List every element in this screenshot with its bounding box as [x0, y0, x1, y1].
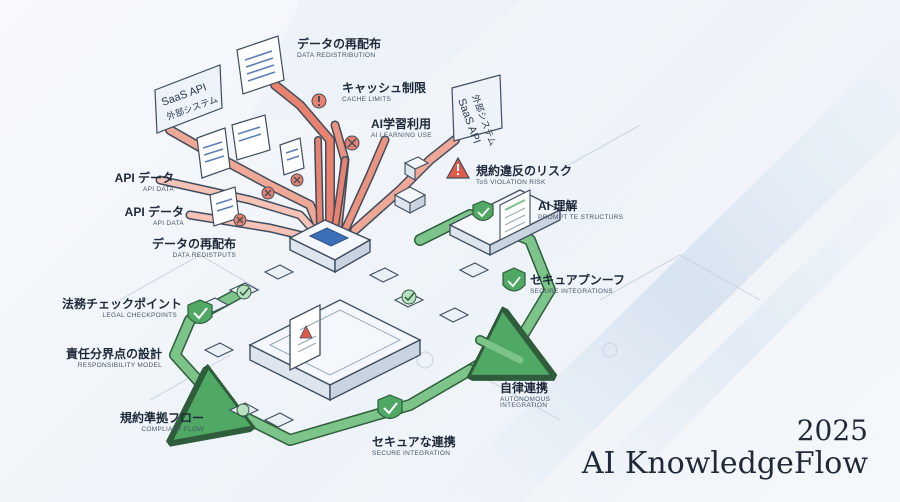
label-secure-integration: セキュアな連携 SECURE INTEGRATION — [372, 435, 456, 457]
label-tos-violation-risk: 規約違反のリスク ToS VIOLATION RISK — [476, 164, 573, 186]
brand-name: AI KnowledgeFlow — [581, 446, 868, 481]
server-box-icon — [393, 156, 430, 214]
label-legal-checkpoints: 法務チェックポイント LEGAL CHECKPOINTS — [62, 297, 183, 319]
label-secure-integrations: セキュアプンーフ SECURE INTEGRATIONS — [530, 273, 626, 295]
document-lines — [202, 50, 300, 212]
central-hub — [288, 219, 372, 274]
brand-year: 2025 — [796, 414, 868, 447]
convergence-arrows — [314, 136, 349, 232]
label-ai-learning-use: AI学習利用 AI LEARNING USE — [371, 117, 432, 139]
document-icon — [196, 35, 305, 227]
label-api-data-2: API データ API DATA — [124, 205, 184, 227]
label-responsibility-model: 責任分界点の設計 RESPONSIBILITY MODEL — [65, 347, 162, 369]
label-api-data-1: API データ API DATA — [114, 171, 174, 193]
label-autonomous-integration: 自律連携 AUTONOMOUS INTEGRATION — [500, 381, 551, 410]
saas-api-right-plate: SaaS API 外部システム — [451, 74, 503, 147]
saas-api-left-plate: SaaS API 外部システム — [154, 64, 223, 134]
platform-document-icon — [289, 303, 321, 372]
shield-check-icon — [187, 200, 526, 420]
label-ai-prompt: AI 理解 PROMPT TE STRUCTURS — [538, 199, 624, 221]
checkmark-icon — [236, 284, 417, 417]
label-data-redistribution-top: データの再配布 DATA REDISTRIBUTION — [297, 37, 382, 59]
label-cache-limits: キャッシュ制限 CACHE LIMITS — [342, 81, 427, 103]
warning-icon — [311, 93, 471, 179]
label-data-redistputs: データの再配布 DATA REDISTPUTS — [151, 237, 236, 259]
background-beams — [250, 0, 900, 502]
central-platform — [248, 299, 422, 402]
error-x-icon — [233, 135, 360, 227]
ai-prompt-board — [448, 189, 562, 257]
label-compliant-flow: 規約準拠フロー COMPLIANT FLOW — [120, 411, 205, 433]
